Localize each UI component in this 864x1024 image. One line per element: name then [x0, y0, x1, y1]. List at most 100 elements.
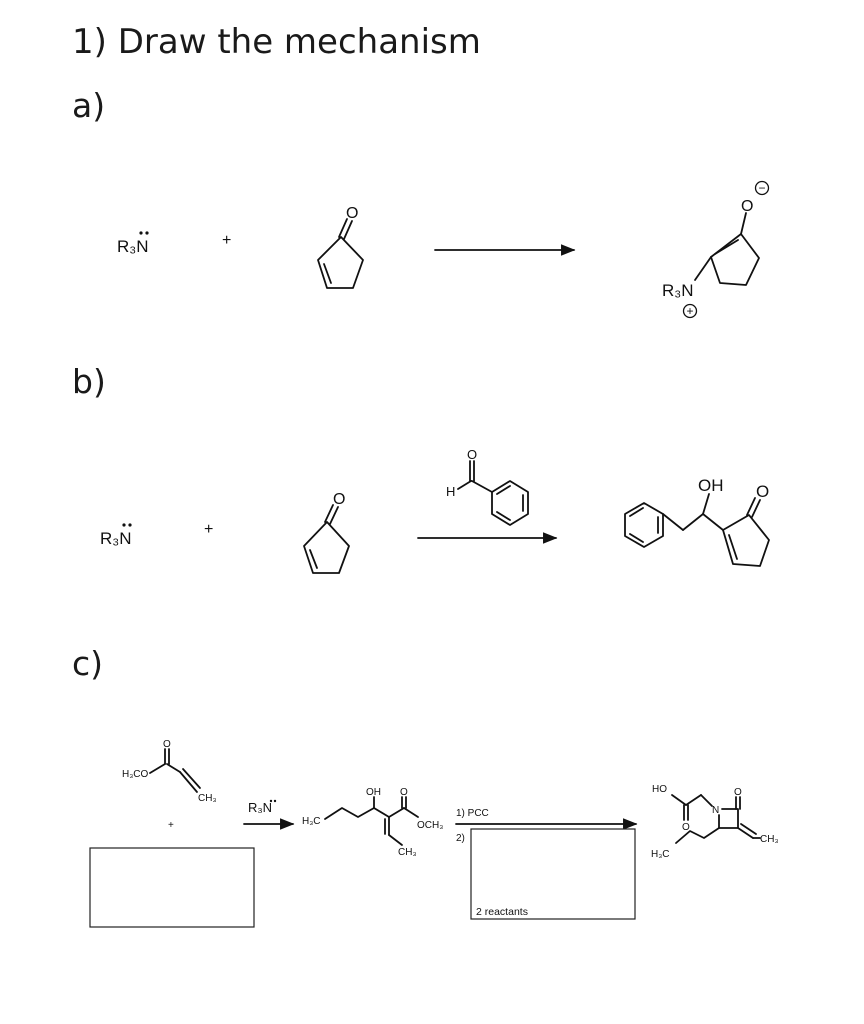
hydroxyl-label: OH	[698, 476, 724, 495]
step-1-label: 1) PCC	[456, 808, 489, 819]
ring-bonds	[722, 514, 770, 567]
ester-o-bond	[149, 763, 166, 774]
beta-lactam-product: HO O N O CH₃ H₃C	[651, 784, 779, 860]
carbonyl-bond	[751, 499, 761, 518]
beta-lactam-ring	[718, 808, 739, 829]
alkyl-chain	[324, 807, 375, 820]
c-aryl-bond	[471, 480, 493, 493]
carbonyl-oxygen: O	[333, 491, 345, 508]
aromatic-double-bond	[629, 507, 644, 517]
scheme-a: R₃N + O O − R₃N +	[117, 180, 770, 319]
methoxy-label: H₃CO	[122, 769, 149, 780]
amine-reagent-a: R₃N	[117, 231, 149, 256]
vinyl-methyl-label: CH₃	[760, 834, 779, 845]
carbinol-bond	[682, 513, 704, 531]
cyclopentenone-b: O	[303, 491, 350, 574]
answer-box-two-reactants[interactable]	[470, 828, 636, 920]
cyclopentenone-a: O	[317, 205, 364, 289]
mbh-product-b: OH O	[624, 476, 770, 567]
alpha-carbon-bond	[388, 807, 405, 818]
negative-charge: −	[758, 181, 765, 195]
aromatic-double-bond	[496, 485, 511, 495]
lone-pair-dot	[269, 799, 273, 803]
carbonyl-bond	[338, 218, 348, 238]
nitrogen-label: N	[712, 805, 719, 816]
negative-charge-circle	[754, 180, 770, 196]
amine-label: R₃N	[117, 237, 148, 256]
ammonium-label: R₃N	[662, 281, 693, 300]
n-ch2-bond	[700, 794, 713, 807]
lactam-oxygen: O	[734, 787, 742, 798]
enolate-product-a: O − R₃N +	[662, 180, 770, 319]
question-title: 1) Draw the mechanism	[72, 22, 481, 62]
acid-oxygen: O	[682, 822, 690, 833]
methyl-label-left: H₃C	[302, 816, 321, 827]
ring-double-bond	[714, 239, 739, 255]
part-b-label: b)	[72, 362, 106, 401]
exocyclic-alkene-double-bond	[740, 823, 757, 835]
amine-catalyst-label: R₃N	[248, 800, 272, 815]
exocyclic-alkene-bond	[737, 827, 754, 839]
carbinol-bond	[373, 807, 390, 818]
ester-oxygen: O	[163, 739, 171, 750]
aldehyde-oxygen: O	[467, 447, 477, 462]
vinyl-methyl-label: CH₃	[398, 847, 417, 858]
plus-sign: +	[168, 820, 174, 831]
ring-double-bond	[728, 534, 738, 560]
ring-double-bond	[309, 549, 318, 569]
ketone-oxygen: O	[756, 482, 769, 501]
lone-pair-dot	[145, 231, 149, 235]
carbonyl-oxygen: O	[346, 205, 358, 222]
benzaldehyde: H O	[446, 447, 529, 526]
hydroxyl-label: OH	[366, 787, 381, 798]
c-o-bond	[740, 212, 747, 235]
alpha-bond	[166, 763, 181, 773]
ring-bonds	[317, 236, 364, 289]
methyl-label: CH₃	[198, 793, 217, 804]
carbonyl-bond	[329, 506, 339, 525]
positive-charge: +	[686, 304, 693, 318]
vinyl-methyl-bond	[388, 834, 403, 846]
lone-pair-dot	[122, 523, 126, 527]
benzene-ring	[624, 502, 664, 548]
carbonyl-bond	[343, 220, 353, 240]
c-oh-bond	[702, 493, 710, 515]
alkene-bond	[179, 771, 198, 793]
ester-oxygen: O	[400, 787, 408, 798]
answer-box-reactant[interactable]	[89, 847, 255, 928]
ring-double-bond	[323, 263, 332, 284]
methyl-label-left: H₃C	[651, 849, 670, 860]
scheme-c: H₃CO O CH₃ + R₃N H₃C OH O OCH₃	[89, 739, 779, 928]
benzene-ring	[491, 480, 529, 526]
alkene-double-bond	[182, 768, 201, 789]
aromatic-double-bond	[496, 511, 511, 521]
amine-label: R₃N	[100, 529, 131, 548]
hydroxyl-label: HO	[652, 784, 667, 795]
propyl-chain	[675, 827, 720, 844]
aryl-carbinol-bond	[662, 513, 684, 531]
mbh-adduct-c: H₃C OH O OCH₃ CH₃	[302, 787, 443, 858]
ester-o-bond	[403, 807, 419, 818]
methyl-crotonate: H₃CO O CH₃	[122, 739, 217, 804]
c-h-bond	[457, 480, 472, 490]
amine-reagent-b: R₃N	[100, 523, 132, 548]
lone-pair-dot	[273, 799, 277, 803]
lone-pair-dot	[139, 231, 143, 235]
part-c-label: c)	[72, 644, 104, 683]
oxide-oxygen: O	[741, 198, 753, 215]
c-n-bond	[694, 256, 712, 281]
step-2-label: 2)	[456, 833, 465, 844]
aldehyde-hydrogen: H	[446, 484, 455, 499]
part-a-label: a)	[72, 86, 106, 125]
ring-bonds	[303, 521, 350, 574]
plus-sign: +	[204, 521, 213, 538]
plus-sign: +	[222, 232, 231, 249]
carbinol-ring-bond	[702, 513, 724, 531]
two-reactants-label: 2 reactants	[476, 906, 528, 918]
scheme-b: R₃N + O H O	[100, 447, 770, 574]
c-oh-bond	[671, 794, 687, 806]
positive-charge-circle	[682, 303, 698, 319]
carbonyl-bond	[324, 504, 334, 523]
methoxy-label: OCH₃	[417, 820, 443, 831]
